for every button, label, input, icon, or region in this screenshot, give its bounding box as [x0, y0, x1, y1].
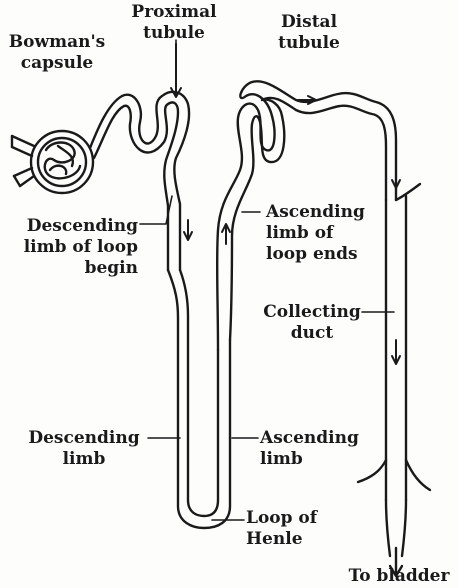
label-descending-limb: Descending limb: [24, 428, 144, 470]
label-line: limb: [24, 449, 144, 470]
label-line: Ascending: [260, 428, 370, 449]
label-line: Proximal: [124, 2, 224, 23]
label-collecting-duct: Collecting duct: [256, 302, 368, 344]
label-line: Loop of: [246, 508, 336, 529]
label-line: To bladder: [342, 566, 456, 587]
label-descending-limb-begin: Descending limb of loop begin: [2, 216, 138, 279]
label-line: Descending: [24, 428, 144, 449]
distal-tubule: [240, 81, 396, 200]
label-line: limb of: [266, 223, 386, 244]
loop-of-henle: [168, 270, 230, 528]
label-line: limb: [260, 449, 370, 470]
label-line: loop ends: [266, 244, 386, 265]
label-line: Distal: [264, 12, 354, 33]
label-to-bladder: To bladder: [342, 566, 456, 587]
label-line: tubule: [124, 23, 224, 44]
label-line: tubule: [264, 33, 354, 54]
label-bowmans-capsule: Bowman's capsule: [2, 32, 112, 74]
label-line: Collecting: [256, 302, 368, 323]
label-line: Bowman's: [2, 32, 112, 53]
label-ascending-limb: Ascending limb: [260, 428, 370, 470]
label-line: capsule: [2, 53, 112, 74]
label-line: begin: [2, 258, 138, 279]
label-line: duct: [256, 323, 368, 344]
label-line: Henle: [246, 529, 336, 550]
label-line: Ascending: [266, 202, 386, 223]
label-ascending-limb-ends: Ascending limb of loop ends: [266, 202, 386, 265]
label-line: Descending: [2, 216, 138, 237]
bowmans-capsule: [31, 131, 93, 193]
label-proximal-tubule: Proximal tubule: [124, 2, 224, 44]
label-distal-tubule: Distal tubule: [264, 12, 354, 54]
label-line: limb of loop: [2, 237, 138, 258]
label-loop-of-henle: Loop of Henle: [246, 508, 336, 550]
